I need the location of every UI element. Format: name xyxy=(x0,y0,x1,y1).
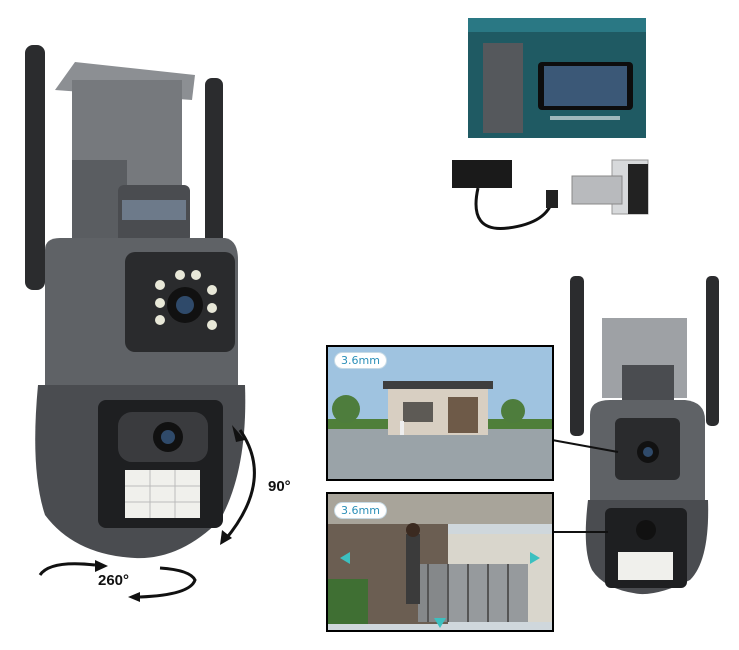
ir-led-panel xyxy=(125,470,200,518)
tilt-angle-label: 90° xyxy=(268,478,291,495)
callout-lines xyxy=(551,439,619,533)
main-camera-image xyxy=(25,45,256,602)
mounting-bracket-image xyxy=(571,159,649,215)
pan-angle-label: 260° xyxy=(98,572,130,589)
tilt-arrow xyxy=(223,429,256,541)
small-camera-image xyxy=(570,276,719,595)
gate-scene-image xyxy=(328,494,552,630)
product-box-image xyxy=(468,18,646,138)
power-adapter xyxy=(452,160,512,188)
lower-lens-view-frame: 3.6mm xyxy=(326,492,554,632)
pan-arrow-right xyxy=(139,566,197,599)
lens-label: 3.6mm xyxy=(334,502,387,519)
upper-lens-view-frame: 3.6mm xyxy=(326,345,554,481)
left-antenna xyxy=(25,45,45,290)
pan-arrow-left xyxy=(38,562,96,576)
right-antenna xyxy=(205,78,223,283)
power-adapter-image xyxy=(452,160,558,230)
lens-label: 3.6mm xyxy=(334,352,387,369)
